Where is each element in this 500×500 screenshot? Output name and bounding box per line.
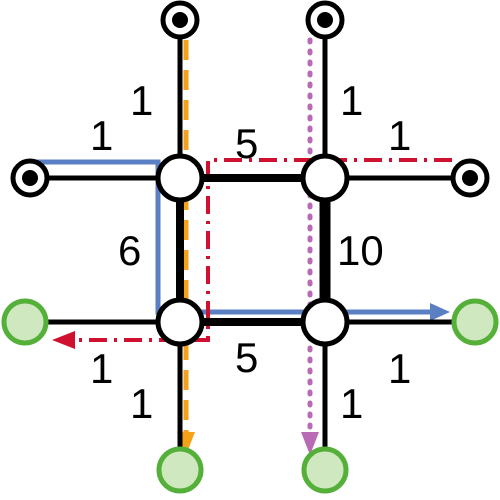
source-nodes xyxy=(10,0,490,198)
weight-bottom-middle-horizontal: 5 xyxy=(235,334,258,381)
node-top-left xyxy=(155,153,205,203)
path-purple-arrowhead xyxy=(301,432,319,455)
weight-left-middle-vertical: 6 xyxy=(118,227,141,274)
node-bottom-right xyxy=(300,297,350,347)
source-node-left xyxy=(10,158,50,198)
weight-left-bottom-horizontal: 1 xyxy=(90,345,113,392)
source-node-right xyxy=(450,158,490,198)
sink-node-bottom-left xyxy=(156,446,204,494)
weight-left-top-horizontal: 1 xyxy=(90,112,113,159)
weight-bottom-right-vertical: 1 xyxy=(340,380,363,427)
weight-right-top-horizontal: 1 xyxy=(388,112,411,159)
source-node-top-left xyxy=(160,0,200,40)
weight-right-middle-vertical: 10 xyxy=(337,227,384,274)
sink-node-right xyxy=(451,298,499,346)
weight-right-bottom-horizontal: 1 xyxy=(388,345,411,392)
weight-top-middle-horizontal: 5 xyxy=(235,120,258,167)
edges xyxy=(30,20,470,470)
node-top-right xyxy=(300,153,350,203)
sink-node-left xyxy=(1,298,49,346)
sink-node-bottom-right xyxy=(301,446,349,494)
node-bottom-left xyxy=(155,297,205,347)
source-node-top-right xyxy=(305,0,345,40)
path-blue-arrowhead xyxy=(430,303,450,321)
internal-nodes xyxy=(155,153,350,347)
edge-weights: 1 1 1 1 5 6 10 5 1 1 1 1 xyxy=(90,77,411,427)
weight-bottom-left-vertical: 1 xyxy=(130,380,153,427)
path-blue xyxy=(30,159,440,315)
routing-paths xyxy=(30,37,452,455)
weight-top-left-vertical: 1 xyxy=(130,77,153,124)
sink-nodes xyxy=(1,298,499,494)
path-red-arrowhead xyxy=(52,331,75,349)
weight-top-right-vertical: 1 xyxy=(340,77,363,124)
